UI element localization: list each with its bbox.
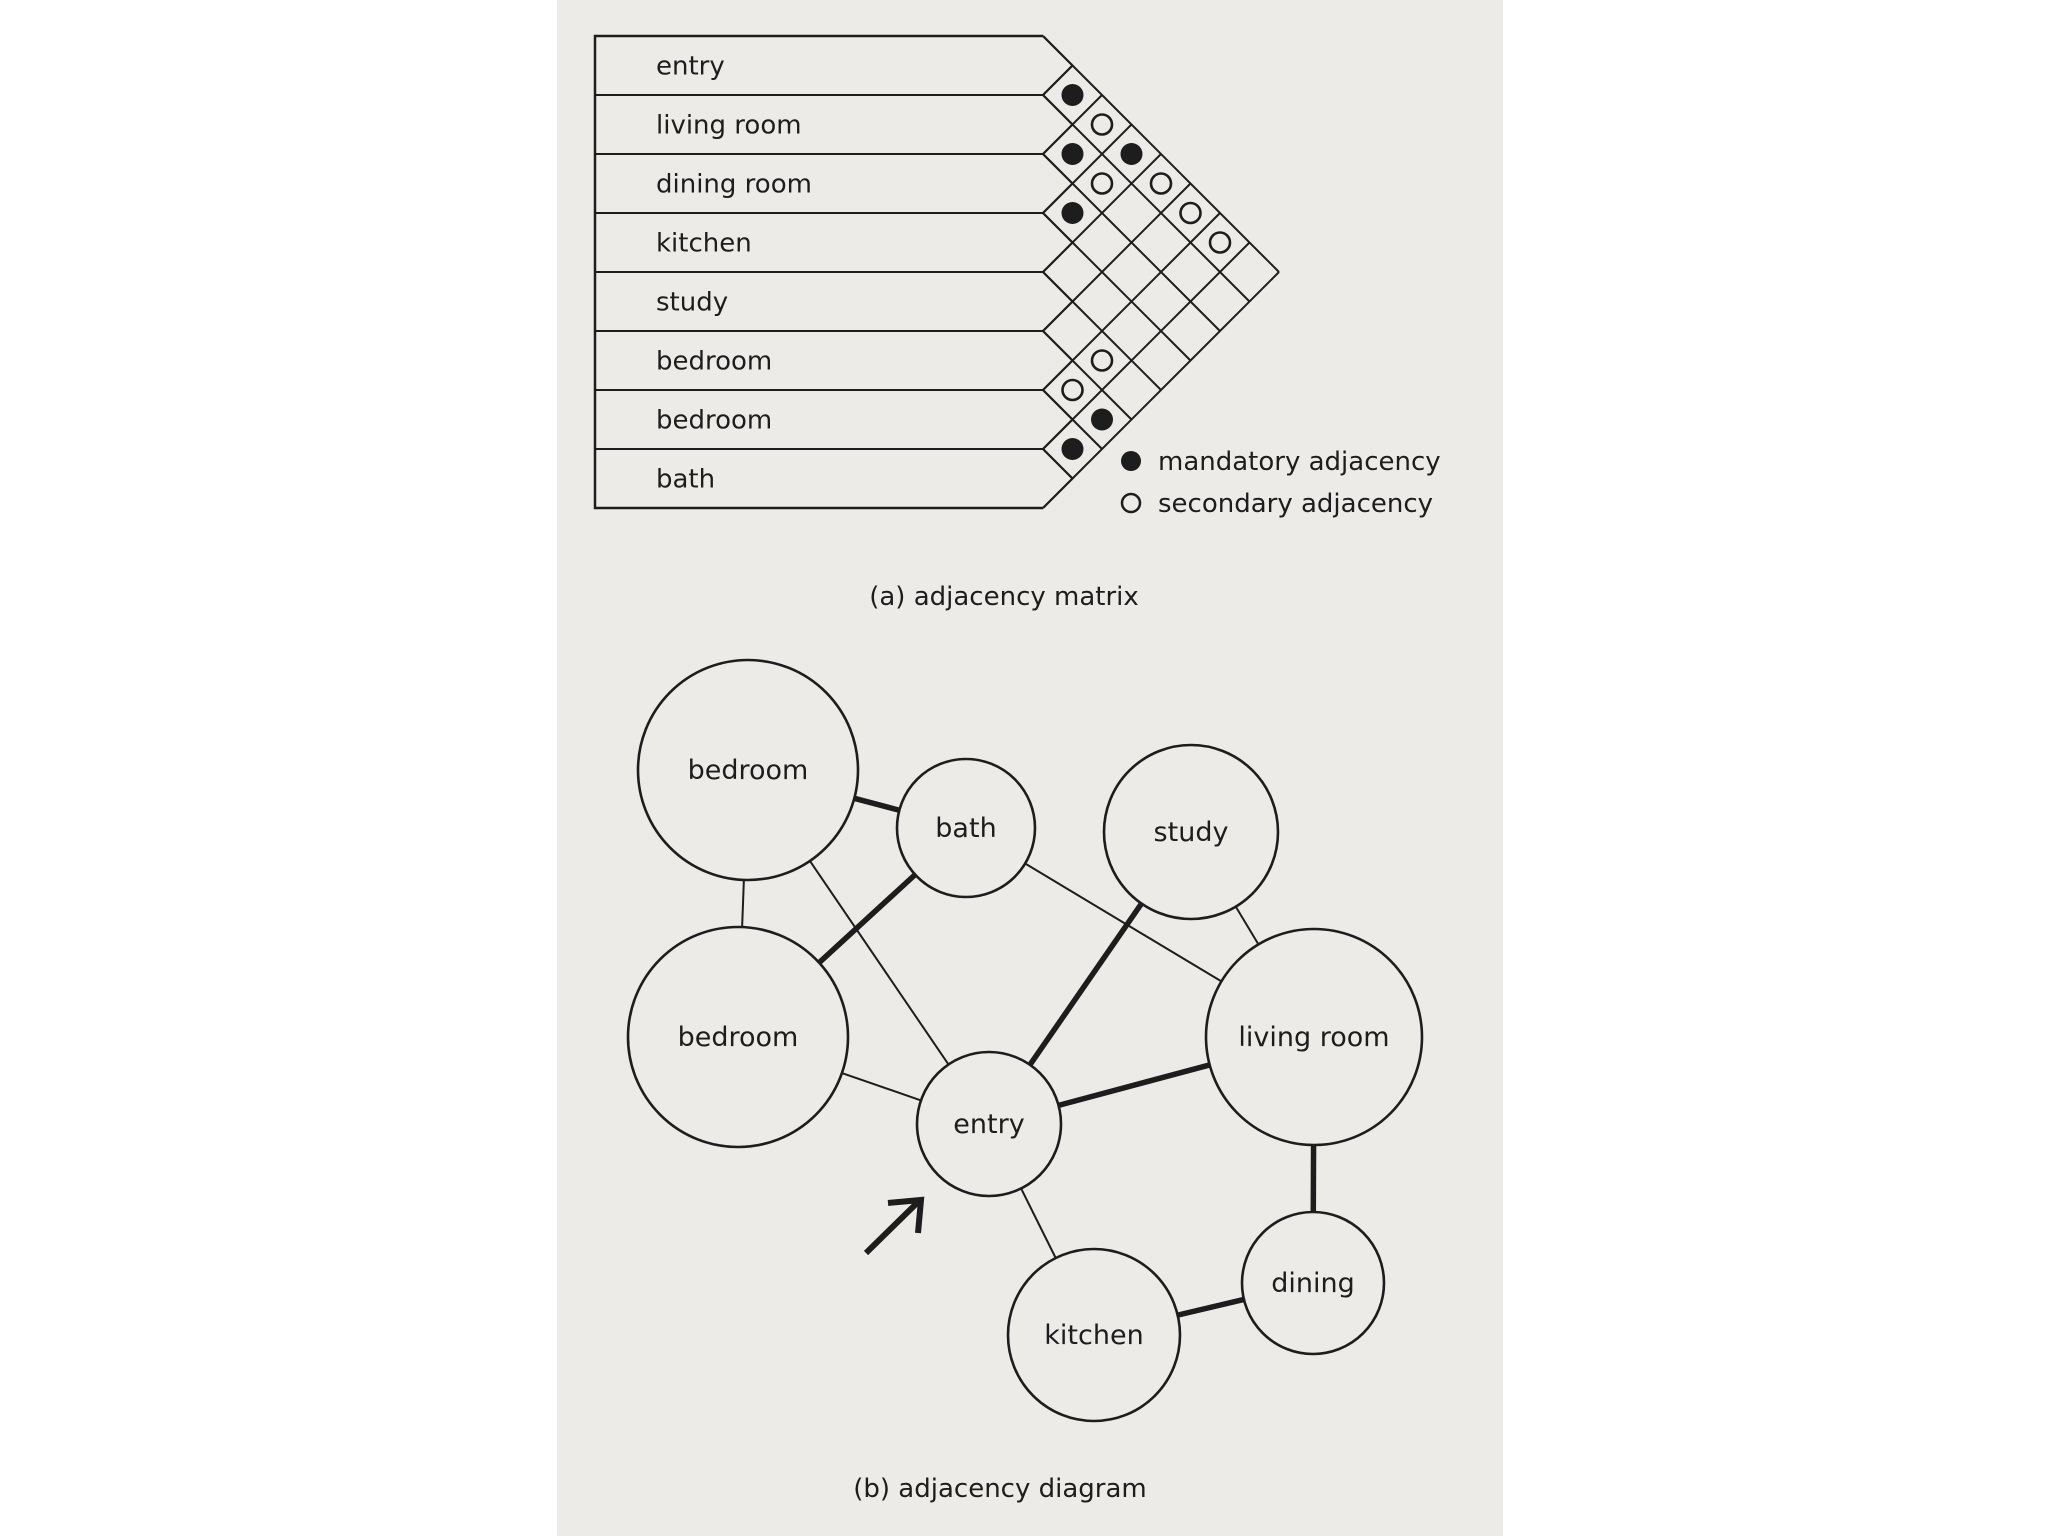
room-circle	[1102, 743, 1280, 921]
room-circle	[1240, 1210, 1386, 1356]
matrix-caption: (a) adjacency matrix	[869, 582, 1139, 612]
room-row-label: kitchen	[656, 229, 752, 259]
secondary-adjacency-circle	[1090, 172, 1114, 195]
secondary-adjacency-circle	[1090, 113, 1114, 136]
room-node-kitchen: kitchen	[1006, 1247, 1182, 1423]
mandatory-adjacency-link	[1027, 901, 1144, 1067]
mandatory-adjacency-dot	[1091, 408, 1113, 431]
room-circle	[915, 1050, 1063, 1198]
matrix-grid-line	[1042, 330, 1133, 421]
room-label: bath	[935, 813, 996, 844]
mandatory-adjacency-link	[817, 872, 917, 965]
matrix-legend: mandatory adjacency secondary adjacency	[1120, 447, 1441, 519]
secondary-adjacency-link	[741, 879, 745, 928]
room-label: living room	[1238, 1022, 1389, 1053]
matrix-grid-line	[1042, 212, 1192, 362]
room-row-label: bedroom	[656, 347, 772, 377]
diagram-caption: (b) adjacency diagram	[853, 1474, 1146, 1504]
room-row-label: bath	[656, 465, 715, 495]
secondary-adjacency-circle	[1179, 201, 1202, 225]
mandatory-adjacency-link	[1177, 1296, 1245, 1318]
room-circle	[1204, 927, 1424, 1147]
room-circle	[1006, 1247, 1182, 1423]
room-circle	[626, 925, 850, 1149]
matrix-grid-line	[1042, 448, 1074, 480]
secondary-adjacency-link	[1020, 1188, 1057, 1259]
room-label: study	[1154, 817, 1229, 848]
secondary-adjacency-circle	[1090, 349, 1114, 372]
matrix-grid-line	[1042, 182, 1192, 332]
matrix-grid-line	[1042, 241, 1251, 450]
mandatory-adjacency-link	[853, 795, 901, 813]
matrix-grid-line	[1042, 94, 1103, 155]
diagram-edges	[741, 795, 1317, 1318]
room-label: kitchen	[1044, 1320, 1143, 1351]
mandatory-adjacency-dot	[1061, 438, 1084, 460]
room-label: bedroom	[678, 1022, 799, 1053]
secondary-adjacency-circle	[1208, 231, 1232, 254]
room-row-label: entry	[656, 52, 725, 82]
row-band-tip	[1042, 271, 1074, 332]
secondary-adjacency-link	[841, 1072, 922, 1102]
room-row-label: dining room	[656, 170, 812, 200]
matrix-grid-line	[1042, 271, 1280, 509]
room-node-living: living room	[1204, 927, 1424, 1147]
room-node-entry: entry	[915, 1050, 1063, 1198]
mandatory-legend-symbol	[1121, 451, 1141, 471]
secondary-adjacency-link	[1234, 906, 1260, 945]
matrix-grid-line	[1042, 94, 1251, 303]
mandatory-legend-label: mandatory adjacency	[1158, 447, 1441, 477]
room-node-bedroom1: bedroom	[636, 658, 860, 882]
matrix-grid-line	[1042, 64, 1074, 96]
mandatory-adjacency-dot	[1061, 84, 1084, 106]
room-node-study: study	[1102, 743, 1280, 921]
room-node-dining: dining	[1240, 1210, 1386, 1356]
secondary-adjacency-link	[809, 860, 950, 1066]
matrix-grid-line	[1042, 123, 1133, 214]
room-label: dining	[1271, 1268, 1355, 1299]
mandatory-adjacency-dot	[1061, 143, 1084, 165]
secondary-adjacency-circle	[1061, 378, 1084, 402]
room-node-bedroom2: bedroom	[626, 925, 850, 1149]
room-label: entry	[953, 1109, 1024, 1140]
diagram-nodes: bedroom bath study bedroom living room entry d…	[626, 658, 1424, 1423]
room-node-bath: bath	[895, 757, 1037, 899]
secondary-legend-label: secondary adjacency	[1158, 489, 1433, 519]
room-circle	[636, 658, 860, 882]
secondary-legend-symbol	[1120, 492, 1142, 514]
matrix-grid-line	[1042, 212, 1221, 391]
secondary-adjacency-link	[1024, 862, 1222, 983]
adjacency-matrix: entry living room dining room kitchen study b…	[593, 34, 1280, 510]
matrix-grid-line	[1042, 153, 1162, 273]
secondary-adjacency-circle	[1149, 172, 1173, 195]
room-label: bedroom	[688, 755, 809, 786]
mandatory-adjacency-link	[1057, 1062, 1211, 1109]
entrance-arrow-icon	[863, 1196, 925, 1256]
room-circle	[895, 757, 1037, 899]
room-row-label: living room	[656, 111, 802, 141]
room-row-label: bedroom	[656, 406, 772, 436]
room-row-label: study	[656, 288, 728, 318]
mandatory-adjacency-dot	[1120, 143, 1143, 165]
mandatory-adjacency-dot	[1061, 202, 1084, 224]
